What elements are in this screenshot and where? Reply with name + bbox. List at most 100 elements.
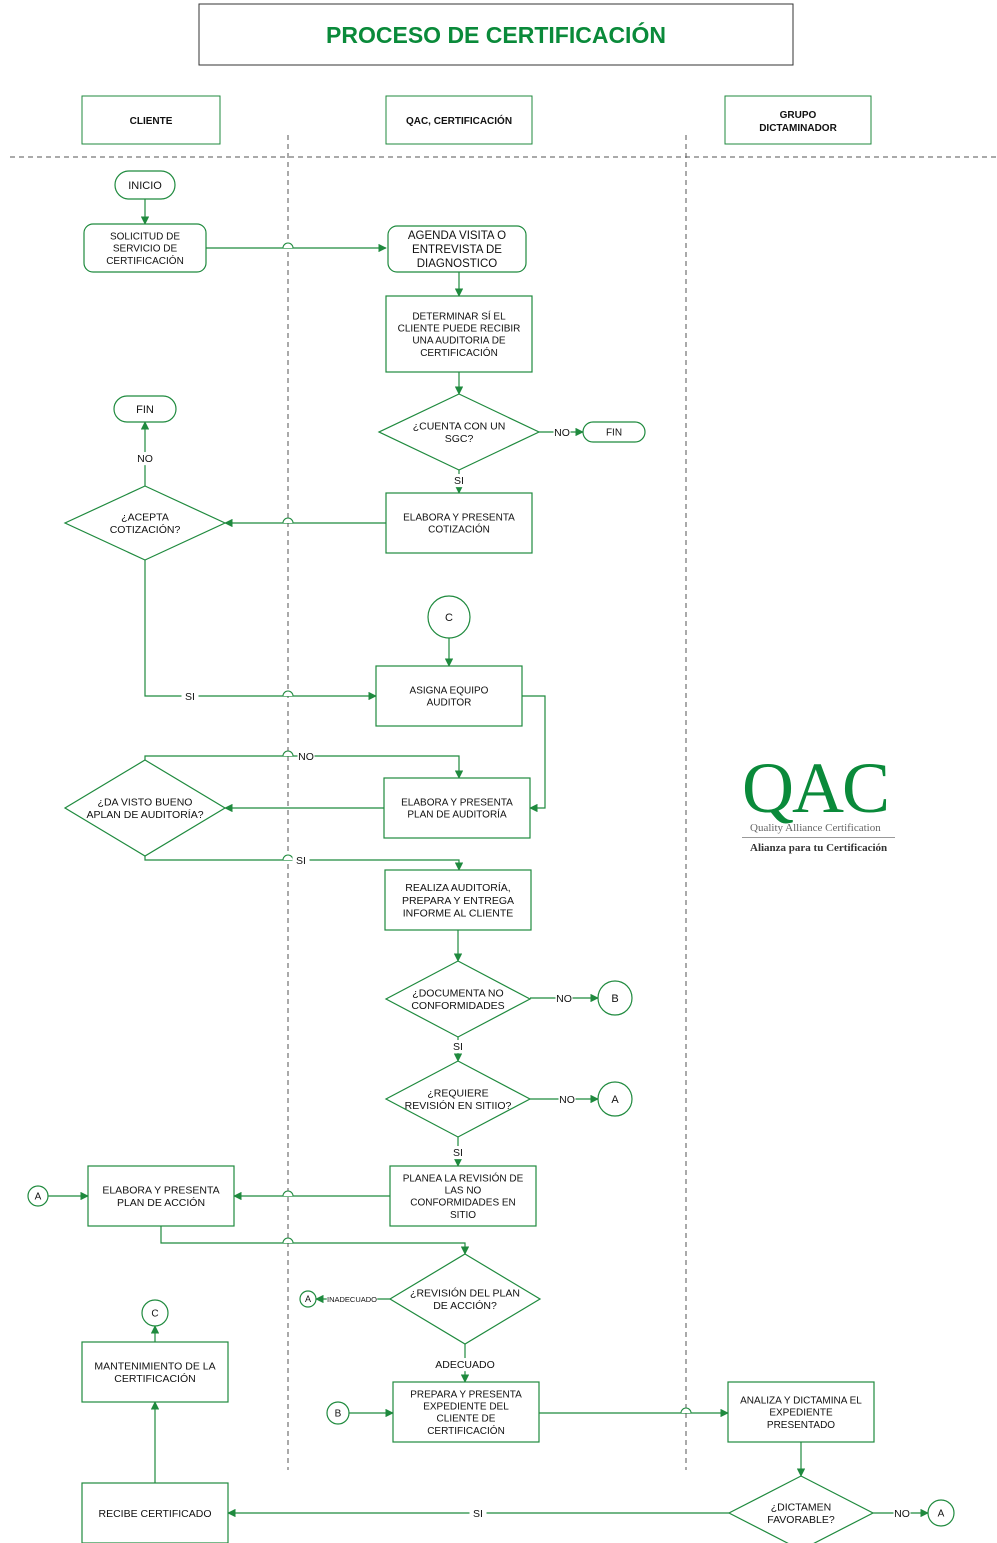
- edge-label-bg: [558, 1093, 576, 1107]
- decision-shape: [377, 393, 541, 471]
- logo-mark: QAC: [742, 748, 890, 828]
- node-text: B: [335, 1409, 342, 1420]
- node-inicio: INICIO: [114, 170, 176, 200]
- decision-shape: [388, 1253, 542, 1345]
- connector-circle: [927, 1499, 955, 1527]
- node-fin-right: FIN: [582, 421, 646, 443]
- logo-tagline-1: Quality Alliance Certification: [742, 822, 895, 838]
- edge-label-bg: [553, 426, 571, 440]
- node-shape: [375, 665, 523, 727]
- node-text: FAVORABLE?: [767, 1514, 835, 1526]
- terminator-shape: [582, 421, 646, 443]
- node-shape: [727, 1381, 875, 1443]
- node-text: FIN: [136, 404, 154, 416]
- edge-label-bg: [449, 1146, 467, 1160]
- edge-label-visto-si: SI: [296, 855, 306, 867]
- edge-label-visto-no: NO: [298, 751, 314, 763]
- edge-label-bg: [292, 854, 310, 868]
- node-text: ¿REVISIÓN DEL PLAN: [410, 1286, 520, 1299]
- node-text: A: [938, 1509, 945, 1520]
- edge-label-sgc-no: NO: [554, 427, 570, 439]
- terminator-shape: [114, 170, 176, 200]
- node-text: REALIZA AUDITORÍA,: [405, 881, 510, 894]
- line-hop: [282, 750, 294, 757]
- node-shape: [387, 225, 527, 273]
- edge-label-requiere-si: SI: [453, 1147, 463, 1159]
- connector-circle: [141, 1299, 169, 1327]
- node-text: ¿DICTAMEN: [771, 1501, 831, 1513]
- line-hop: [282, 1190, 294, 1197]
- node-text: A: [611, 1094, 619, 1106]
- node-text: PRESENTADO: [767, 1420, 835, 1431]
- node-text: SITIO: [450, 1210, 476, 1221]
- node-text: UNA AUDITORIA DE: [412, 336, 506, 347]
- edge-label-bg: [181, 690, 199, 704]
- node-text: INFORME AL CLIENTE: [403, 908, 513, 920]
- line-hop: [680, 1407, 692, 1414]
- lane-label-grupo-2: DICTAMINADOR: [759, 123, 837, 134]
- node-text: DETERMINAR SÍ EL: [412, 309, 506, 322]
- edge-label-adecuado: ADECUADO: [435, 1359, 495, 1371]
- terminator-shape: [113, 395, 177, 423]
- edge-label-dictamen-no: NO: [894, 1508, 910, 1520]
- connector-circle: [299, 1290, 317, 1308]
- connector-arrow: [144, 560, 377, 701]
- node-shape: [392, 1381, 540, 1443]
- edge-label-bg: [436, 1358, 494, 1372]
- node-text: AGENDA VISITA O: [408, 230, 506, 242]
- node-text: SGC?: [445, 433, 474, 445]
- node-a-final: A: [927, 1499, 955, 1527]
- node-b-conn: B: [597, 980, 633, 1016]
- node-recibe: RECIBE CERTIFICADO: [81, 1482, 229, 1543]
- edge-label-inadecuado: INADECUADO: [327, 1295, 377, 1304]
- node-text: AUDITOR: [427, 698, 472, 709]
- node-text: ¿ACEPTA: [121, 511, 169, 523]
- decision-shape: [384, 960, 532, 1038]
- page-title: PROCESO DE CERTIFICACIÓN: [326, 21, 666, 48]
- node-text: LAS NO: [445, 1186, 482, 1197]
- node-text: ELABORA Y PRESENTA: [401, 798, 513, 809]
- decision-shape: [63, 485, 227, 561]
- node-text: CLIENTE PUEDE RECIBIR: [398, 324, 521, 335]
- node-text: CERTIFICACIÓN: [427, 1424, 505, 1437]
- node-shape: [383, 777, 531, 839]
- decision-shape: [384, 1060, 532, 1138]
- node-text: PLAN DE AUDITORÍA: [407, 808, 507, 821]
- edge-label-documenta-si: SI: [453, 1041, 463, 1053]
- connector-arrow: [522, 695, 546, 813]
- node-text: CONFORMIDADES EN: [410, 1198, 516, 1209]
- edge-label-requiere-no: NO: [559, 1094, 575, 1106]
- lane-label-qac: QAC, CERTIFICACIÓN: [406, 114, 512, 127]
- line-hop: [282, 517, 294, 524]
- node-text: PREPARA Y ENTREGA: [402, 895, 514, 907]
- node-text: RECIBE CERTIFICADO: [99, 1508, 212, 1520]
- edge-label-bg: [449, 1040, 467, 1054]
- node-text: C: [151, 1309, 158, 1320]
- node-text: MANTENIMIENTO DE LA: [94, 1360, 215, 1372]
- node-shape: [385, 295, 533, 373]
- edge-label-bg: [136, 452, 154, 466]
- node-a-left: A: [27, 1185, 49, 1207]
- node-c-bottom: C: [141, 1299, 169, 1327]
- node-realiza: REALIZA AUDITORÍA,PREPARA Y ENTREGAINFOR…: [384, 869, 532, 931]
- lane-header-grupo: [724, 95, 872, 145]
- node-analiza: ANALIZA Y DICTAMINA ELEXPEDIENTEPRESENTA…: [727, 1381, 875, 1443]
- qac-logo: QAC Quality Alliance Certification Alian…: [742, 752, 902, 854]
- node-fin-left: FIN: [113, 395, 177, 423]
- node-text: CONFORMIDADES: [411, 1000, 504, 1012]
